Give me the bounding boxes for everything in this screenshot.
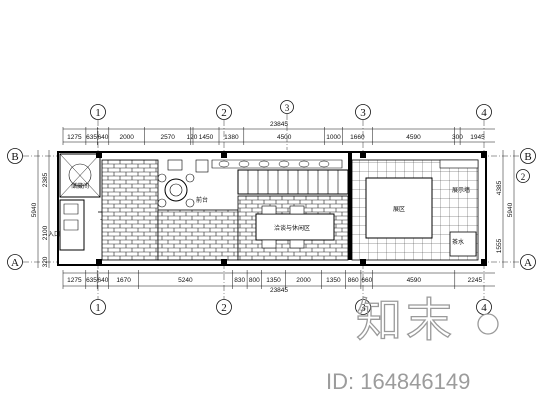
top-seg-3: 2000: [119, 134, 134, 141]
top-seg-5: 120: [186, 134, 197, 141]
axis-bubble-4-top: 4: [476, 104, 492, 120]
brick-floor-west: [101, 159, 159, 261]
axis-bubble-3a-top: 3: [280, 100, 294, 114]
svg-text:3: 3: [360, 107, 366, 119]
axis-bubble-3-top: 3: [355, 104, 371, 120]
bottom-total-dimension: 23845: [270, 287, 288, 294]
top-seg-13: 1945: [470, 134, 485, 141]
watermark: 知末 ID: 164846149: [326, 292, 499, 394]
top-seg-9: 1000: [326, 134, 341, 141]
bottom-seg-3: 1670: [116, 277, 131, 284]
svg-text:1: 1: [95, 302, 101, 314]
bottom-seg-5: 830: [234, 277, 245, 284]
left-seg-1: 2100: [42, 225, 49, 240]
storage-label: 储藏间: [71, 182, 89, 190]
svg-text:A: A: [524, 257, 532, 269]
top-seg-7: 1380: [224, 134, 239, 141]
svg-text:2: 2: [221, 302, 227, 314]
top-seg-11: 4590: [406, 134, 421, 141]
svg-text:A: A: [11, 257, 19, 269]
top-seg-10: 1660: [350, 134, 365, 141]
svg-text:B: B: [524, 151, 531, 163]
axis-bubble-4-bottom: 4: [476, 299, 492, 315]
svg-text:2: 2: [521, 172, 526, 182]
axis-bubble-b-right: B: [520, 148, 536, 164]
bottom-seg-2: 640: [97, 277, 108, 284]
brick-floor-center: [157, 209, 239, 261]
bottom-seg-6: 800: [249, 277, 260, 284]
bottom-seg-11: 660: [361, 277, 372, 284]
tea-area-label: 茶水: [452, 238, 464, 246]
watermark-logo: 知末: [356, 293, 456, 347]
axis-bubble-a-right: A: [520, 254, 536, 270]
staircase: [237, 169, 349, 195]
top-seg-12: 300: [452, 134, 463, 141]
bottom-seg-9: 1350: [326, 277, 341, 284]
right-seg-1: 1555: [496, 238, 503, 253]
left-seg-2: 320: [42, 256, 49, 267]
main-area-label: 展区: [393, 206, 405, 213]
axis-bubbles-bottom: 1 2 3 4: [90, 299, 492, 315]
svg-text:4: 4: [481, 107, 487, 119]
entrance-label: 入口: [48, 231, 60, 238]
axis-bubbles-rows: B A B 2 A: [7, 148, 536, 270]
svg-text:B: B: [11, 151, 18, 163]
left-seg-0: 2385: [42, 172, 49, 187]
bottom-seg-10: 860: [348, 277, 359, 284]
bottom-seg-13: 2245: [468, 277, 483, 284]
tea-counter: [449, 231, 477, 257]
bottom-seg-1: 635: [86, 277, 97, 284]
lounge-table: [255, 213, 335, 241]
right-seg-0: 4385: [496, 180, 503, 195]
bottom-seg-4: 5240: [178, 277, 193, 284]
right-total-dimension: 5940: [507, 202, 514, 217]
axis-bubble-a-left: A: [7, 254, 23, 270]
axis-bubble-1-bottom: 1: [90, 299, 106, 315]
left-total-dimension: 5940: [31, 202, 38, 217]
svg-text:2: 2: [221, 107, 227, 119]
right-dimension-chain: 5940 4385 1555: [496, 150, 515, 268]
bottom-seg-8: 2000: [296, 277, 311, 284]
axis-bubble-3-bottom: 3: [355, 299, 371, 315]
svg-text:3: 3: [285, 103, 290, 113]
top-seg-6: 1450: [199, 134, 214, 141]
svg-text:3: 3: [360, 302, 366, 314]
axis-bubble-2-top: 2: [216, 104, 232, 120]
top-seg-1: 635: [86, 134, 97, 141]
reception-label: 前台: [196, 196, 208, 204]
bottom-seg-0: 1275: [67, 277, 82, 284]
top-seg-2: 640: [98, 134, 109, 141]
top-seg-8: 4500: [277, 134, 292, 141]
left-dimension-chain: 5940 2385 2100 320: [31, 150, 50, 268]
entrance-vestibule: [59, 199, 85, 251]
dining-area-label: 洽谈与休闲区: [274, 224, 310, 232]
bottom-seg-12: 4590: [407, 277, 422, 284]
axis-bubble-2-bottom: 2: [216, 299, 232, 315]
top-seg-4: 2570: [160, 134, 175, 141]
building: 储藏间 入口 上 前台: [48, 151, 487, 266]
bottom-seg-7: 1350: [266, 277, 281, 284]
axis-bubble-b-left: B: [7, 148, 23, 164]
main-area-center: [365, 177, 433, 239]
top-total-dimension: 23845: [270, 121, 288, 128]
svg-text:4: 4: [481, 302, 487, 314]
axis-bubbles-top: 1 2 3 3 4: [90, 100, 492, 120]
axis-bubble-2-right: 2: [516, 169, 530, 183]
display-wall-label: 展示墙: [452, 186, 470, 194]
axis-bubble-1-top: 1: [90, 104, 106, 120]
top-seg-0: 1275: [67, 134, 82, 141]
round-table: [164, 178, 188, 202]
structural-columns: [96, 152, 487, 265]
svg-text:1: 1: [95, 107, 101, 119]
watermark-id: ID: 164846149: [326, 369, 470, 394]
